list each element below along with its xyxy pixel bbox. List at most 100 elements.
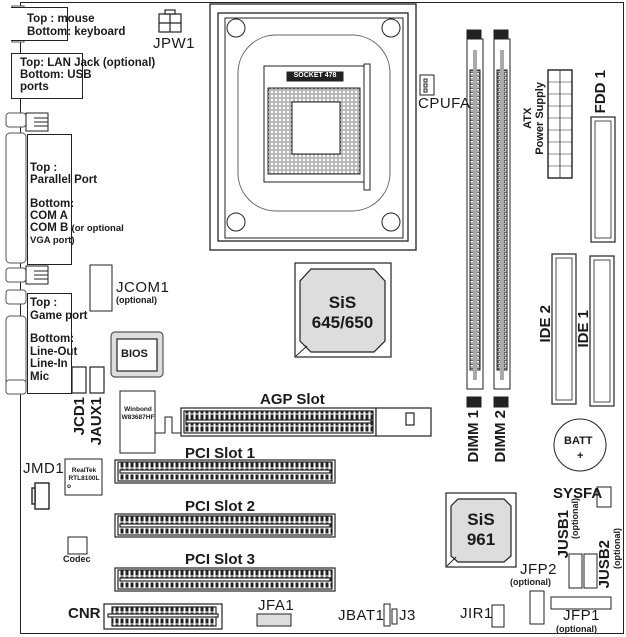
cpu-socket-frame xyxy=(209,3,417,251)
ide2-connector xyxy=(551,253,577,405)
fdd1-connector xyxy=(590,116,616,243)
jbat1-label: JBAT1 xyxy=(338,607,385,624)
mic-label: Mic xyxy=(30,370,50,383)
jpw1-label: JPW1 xyxy=(153,35,196,52)
bios-chip xyxy=(110,331,164,378)
socket-label: SOCKET 478 xyxy=(293,72,337,79)
superio-chip xyxy=(119,390,156,454)
lan-chip-model: RTL8100L xyxy=(68,475,100,482)
superio-brand: Winbond xyxy=(124,406,152,413)
lan-chip xyxy=(64,458,103,496)
jbat1-header xyxy=(383,603,398,627)
dimm2-label: DIMM 2 xyxy=(492,410,509,463)
cnr-label: CNR xyxy=(68,605,101,622)
jusb2-label: JUSB2 xyxy=(596,540,613,589)
southbridge-label: SiS 961 xyxy=(451,510,511,550)
line-out-label: Line-Out xyxy=(30,345,78,358)
game-audio-port-label: Top : Game port Bottom: Line-Out Line-In… xyxy=(30,297,88,383)
ps2-port-box xyxy=(11,7,68,41)
vga-port-label: VGA port) xyxy=(30,235,75,246)
bios-label: BIOS xyxy=(121,348,148,360)
vga-optional-note: (or optional xyxy=(71,223,124,234)
atx-power-label: ATX Power Supply xyxy=(522,82,546,155)
com-bottom-label: Bottom: xyxy=(30,198,75,210)
ide2-label: IDE 2 xyxy=(537,305,554,343)
rear-io-small-parts xyxy=(25,112,49,285)
jusb1-optional-note: (optional) xyxy=(570,498,580,539)
jfp1-label: JFP1 xyxy=(563,607,601,624)
dimm2-slot xyxy=(493,29,511,408)
cpu-socket-478 xyxy=(263,63,371,191)
agp-slot xyxy=(155,407,432,437)
power-supply-label: Power Supply xyxy=(534,82,546,155)
game-top-label: Top : xyxy=(30,297,58,309)
jaux1-header xyxy=(89,366,105,394)
atx-power-connector xyxy=(547,69,573,179)
jfp2-label: JFP2 xyxy=(520,561,558,578)
pci-slot-3 xyxy=(114,567,336,592)
jusb2-optional-note: (optional) xyxy=(612,528,622,569)
fdd1-label: FDD 1 xyxy=(592,70,609,114)
lan-top-label: Top: LAN Jack (optional) xyxy=(20,57,156,69)
southbridge-chip xyxy=(445,492,517,568)
pci-slot-2 xyxy=(114,513,336,538)
jfa1-header xyxy=(256,613,292,627)
southbridge-brand: SiS xyxy=(467,510,495,529)
jmd1-label: JMD1 xyxy=(23,460,65,477)
cnr-slot xyxy=(103,603,223,630)
usb-bottom-label: Bottom: USB xyxy=(20,69,92,81)
jusb2-header xyxy=(583,553,598,589)
lan-usb-port-box xyxy=(11,53,83,99)
line-in-label: Line-In xyxy=(30,358,68,370)
parallel-port-label: Parallel Port xyxy=(30,174,98,186)
jfa1-label: JFA1 xyxy=(258,597,295,614)
jfp1-optional-note: (optional) xyxy=(556,624,597,634)
jfp2-optional-note: (optional) xyxy=(510,577,551,587)
codec-chip xyxy=(67,536,88,555)
jir1-header xyxy=(491,604,505,628)
battery-label: BATT xyxy=(564,435,593,447)
northbridge-chip xyxy=(294,262,392,358)
codec-label: Codec xyxy=(63,554,91,564)
jcd1-header xyxy=(71,366,87,394)
battery xyxy=(553,418,607,472)
jfp1-header xyxy=(550,596,612,610)
usb-ports-label: ports xyxy=(20,81,49,93)
lan-chip-suffix: o xyxy=(67,483,71,490)
com-a-label: COM A xyxy=(30,210,68,222)
northbridge-label: SiS 645/650 xyxy=(300,293,385,333)
parallel-com-port-box xyxy=(27,134,72,265)
agp-slot-label: AGP Slot xyxy=(260,391,325,408)
ide1-connector xyxy=(589,255,615,407)
sysfa-connector xyxy=(596,486,612,508)
pci-slot-1-label: PCI Slot 1 xyxy=(185,445,256,462)
j3-label: J3 xyxy=(399,607,416,624)
northbridge-brand: SiS xyxy=(328,293,357,312)
parallel-top-label: Top : xyxy=(30,162,58,174)
jusb1-label: JUSB1 xyxy=(555,510,572,559)
superio-label: Winbond W83687HF xyxy=(119,406,157,422)
southbridge-model: 961 xyxy=(466,530,496,549)
ps2-port-label: Top : mouse Bottom: keyboard xyxy=(27,13,125,39)
lan-chip-brand: RealTek xyxy=(71,467,97,474)
jpw1-connector xyxy=(158,9,182,33)
atx-label: ATX xyxy=(522,107,534,129)
jaux1-label: JAUX1 xyxy=(88,397,105,446)
rear-io-connectors xyxy=(5,112,27,395)
jcom1-header xyxy=(89,264,113,312)
game-audio-port-box xyxy=(27,293,72,394)
battery-plus-label: + xyxy=(577,450,584,462)
lan-usb-port-label: Top: LAN Jack (optional) Bottom: USB por… xyxy=(20,57,155,93)
lan-chip-label: RealTek RTL8100L o xyxy=(65,467,103,491)
northbridge-model: 645/650 xyxy=(311,313,374,332)
cpufa-connector xyxy=(419,74,435,96)
jmd1-header xyxy=(31,482,50,510)
dimm1-slot xyxy=(466,29,484,408)
jusb1-header xyxy=(568,553,583,589)
jcom1-optional-note: (optional) xyxy=(116,295,157,305)
audio-bottom-label: Bottom: xyxy=(30,333,75,345)
pci-slot-3-label: PCI Slot 3 xyxy=(185,551,256,568)
cpufa-label: CPUFA xyxy=(418,95,471,112)
com-b-label: COM B xyxy=(30,222,69,234)
